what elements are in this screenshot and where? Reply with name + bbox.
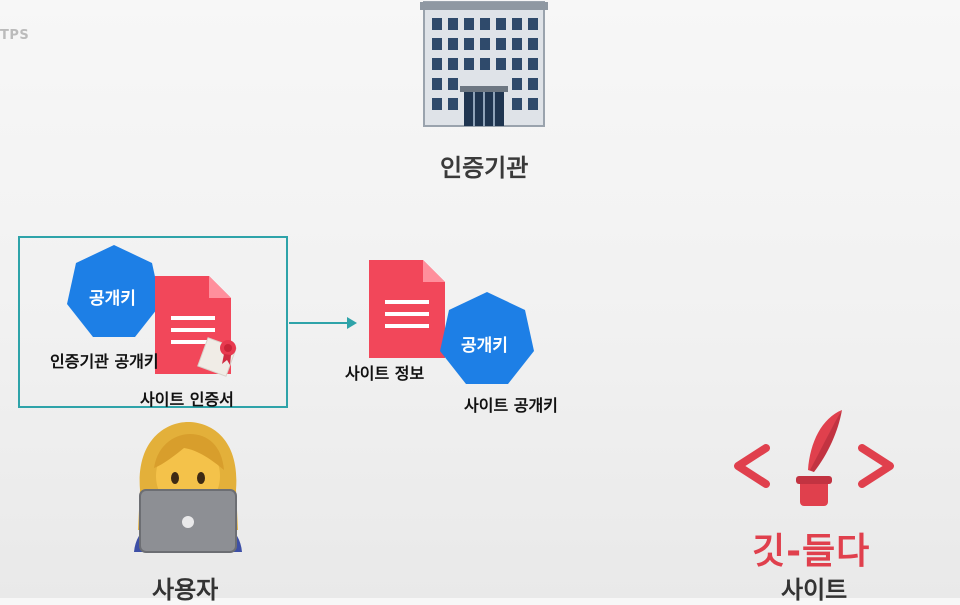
authority-public-key-badge <box>67 245 161 337</box>
site-public-key-label: 사이트 공개키 <box>464 396 558 415</box>
corner-text: TPS <box>0 28 30 43</box>
site-public-key-badge <box>440 292 534 384</box>
site-label: 사이트 <box>781 576 848 604</box>
site-info-label: 사이트 정보 <box>345 364 425 383</box>
authority-public-key-label: 인증기관 공개키 <box>50 352 159 371</box>
certificate-box <box>18 236 288 408</box>
site-public-key-badge-text: 공개키 <box>461 336 508 356</box>
site-info-document-icon <box>369 260 445 358</box>
building-icon <box>420 1 548 127</box>
user-label: 사용자 <box>152 576 219 604</box>
code-quill-logo-icon <box>734 410 894 506</box>
arrow-icon <box>289 317 357 329</box>
user-with-laptop-icon <box>134 422 242 553</box>
authority-public-key-badge-text: 공개키 <box>89 289 136 309</box>
site-brand-text: 깃-들다 <box>752 531 871 572</box>
seal-icon <box>197 337 237 377</box>
certificate-authority-label: 인증기관 <box>440 154 529 182</box>
site-certificate-label: 사이트 인증서 <box>140 390 234 409</box>
